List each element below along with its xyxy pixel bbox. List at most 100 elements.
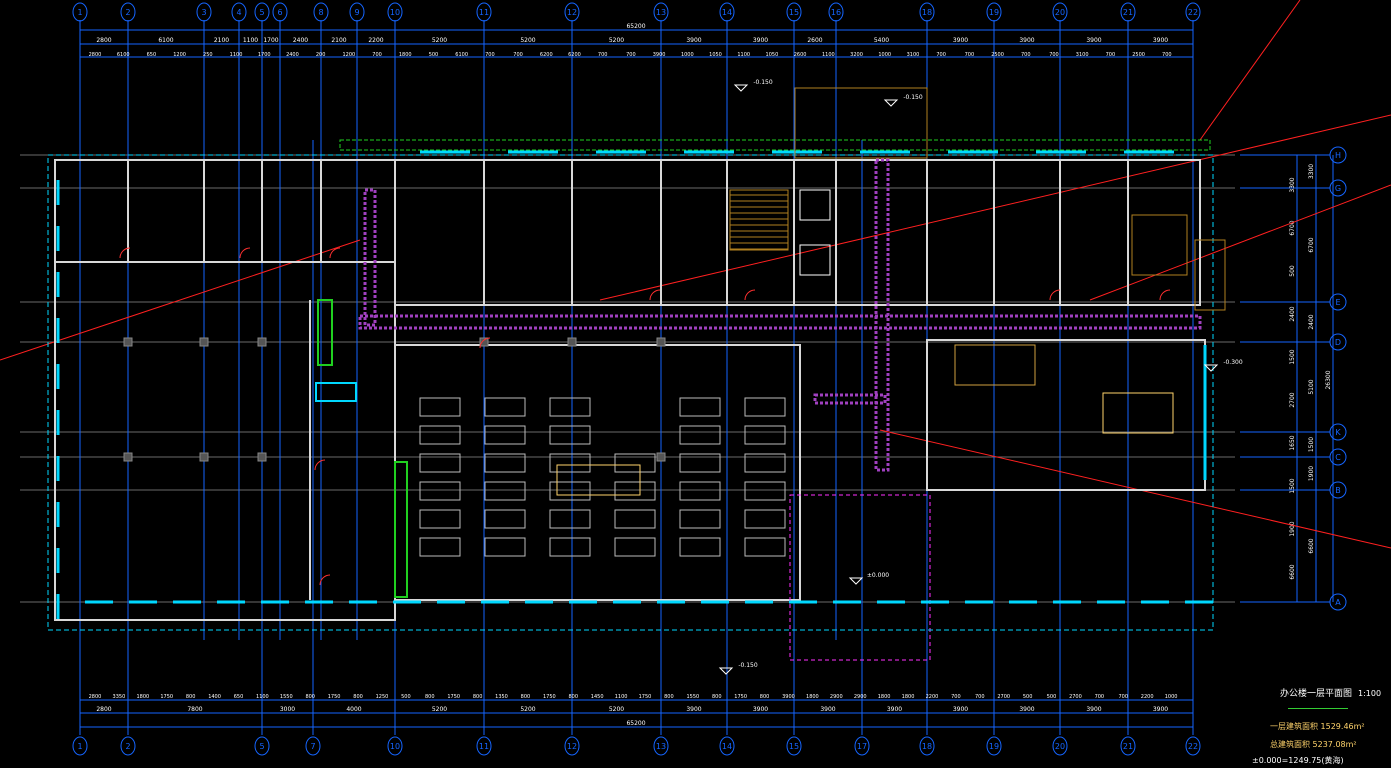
dim-bottom-axis: 3900 — [953, 706, 968, 713]
dim-top-detail: 1800 — [399, 52, 412, 58]
axis-bubble-row-D — [1329, 333, 1347, 351]
annex-dashed — [789, 494, 931, 661]
dim-right-outer: 2400 — [1308, 314, 1315, 329]
axis-label-top-14: 14 — [722, 8, 732, 17]
dim-right-outer: 1500 — [1308, 437, 1315, 452]
axis-label-bottom-5: 5 — [259, 742, 264, 751]
dim-bottom-detail: 800 — [664, 694, 674, 700]
drawing-scale: 1:100 — [1358, 689, 1382, 698]
desk-icon — [679, 425, 721, 445]
desk-icon — [614, 481, 656, 501]
dim-bottom-axis: 3900 — [1153, 706, 1168, 713]
total-area-note: 总建筑面积 5237.08m² — [1270, 740, 1357, 749]
duct-vertical — [874, 158, 890, 472]
dim-bottom-detail: 800 — [305, 694, 315, 700]
desk-icon — [679, 397, 721, 417]
desk-icon — [614, 537, 656, 557]
axis-label-row-A: A — [1335, 598, 1341, 607]
dim-top-detail: 3900 — [653, 52, 666, 58]
dim-bottom-detail: 1750 — [447, 694, 460, 700]
axis-label-top-9: 9 — [354, 8, 359, 17]
dim-bottom-axis: 3000 — [280, 706, 295, 713]
dim-bottom-axis: 5200 — [520, 706, 535, 713]
door-swing-icon — [649, 289, 661, 301]
dim-bottom-detail: 700 — [975, 694, 985, 700]
dim-top-axis: 3900 — [1019, 37, 1034, 44]
axis-bubble-row-A — [1329, 593, 1347, 611]
dim-top-detail: 1100 — [822, 52, 835, 58]
desk-icon — [549, 509, 591, 529]
dim-bottom-axis: 7800 — [187, 706, 202, 713]
dim-top-detail: 700 — [626, 52, 636, 58]
dim-top-detail: 1050 — [709, 52, 722, 58]
axis-label-top-3: 3 — [201, 8, 206, 17]
dim-top-total: 65200 — [626, 23, 645, 30]
dim-bottom-axis: 3900 — [887, 706, 902, 713]
dim-bottom-detail: 700 — [1118, 694, 1128, 700]
axis-label-top-15: 15 — [789, 8, 799, 17]
axis-bubble-top-20 — [1052, 2, 1068, 22]
desk-icon — [744, 481, 786, 501]
dim-bottom-detail: 500 — [1047, 694, 1057, 700]
dim-bottom-axis: 3900 — [753, 706, 768, 713]
dim-bottom-detail: 800 — [186, 694, 196, 700]
dim-bottom-axis: 3900 — [1019, 706, 1034, 713]
reference-line — [1199, 0, 1301, 141]
axis-label-top-1: 1 — [77, 8, 82, 17]
dim-top-detail: 1200 — [342, 52, 355, 58]
column-icon — [479, 337, 489, 347]
axis-bubble-top-3 — [196, 2, 212, 22]
dim-bottom-detail: 800 — [521, 694, 531, 700]
axis-bubble-row-C — [1329, 448, 1347, 466]
desk-icon — [484, 537, 526, 557]
dim-bottom-detail: 800 — [712, 694, 722, 700]
title-underline — [1288, 708, 1348, 709]
axis-bubble-bottom-20 — [1052, 736, 1068, 756]
desk-icon — [419, 537, 461, 557]
dim-bottom-detail: 1550 — [686, 694, 699, 700]
axis-label-top-8: 8 — [318, 8, 323, 17]
column-icon — [123, 452, 133, 462]
dim-top-axis: 5200 — [432, 37, 447, 44]
axis-bubble-top-11 — [476, 2, 492, 22]
column-icon — [199, 337, 209, 347]
dim-top-axis: 2100 — [214, 37, 229, 44]
elevation-text: -0.150 — [738, 662, 758, 669]
axis-bubble-top-14 — [719, 2, 735, 22]
axis-bubble-top-2 — [120, 2, 136, 22]
dim-top-detail: 3100 — [907, 52, 920, 58]
axis-label-top-16: 16 — [831, 8, 841, 17]
axis-label-bottom-2: 2 — [125, 742, 130, 751]
desk-icon — [484, 453, 526, 473]
floor-area-note: 一层建筑面积 1529.46m² — [1270, 722, 1365, 731]
axis-label-bottom-18: 18 — [922, 742, 932, 751]
dim-top-detail: 1000 — [878, 52, 891, 58]
dim-bottom-detail: 1350 — [495, 694, 508, 700]
axis-bubble-bottom-14 — [719, 736, 735, 756]
desk-icon — [744, 509, 786, 529]
reference-line — [599, 114, 1391, 301]
dim-top-detail: 700 — [965, 52, 975, 58]
elevator-icon — [799, 244, 831, 276]
dim-top-detail: 2600 — [794, 52, 807, 58]
dim-top-detail: 6200 — [540, 52, 553, 58]
dim-top-axis: 5400 — [874, 37, 889, 44]
column-icon — [656, 337, 666, 347]
wall-left-wing — [54, 159, 396, 621]
dim-top-axis: 3900 — [953, 37, 968, 44]
dim-top-detail: 3200 — [850, 52, 863, 58]
equipment-icon — [315, 382, 357, 402]
column-icon — [656, 452, 666, 462]
dim-bottom-axis: 3900 — [686, 706, 701, 713]
dim-top-detail: 2400 — [286, 52, 299, 58]
dim-top-detail: 3100 — [1076, 52, 1089, 58]
dim-right-inner: 500 — [1289, 265, 1296, 277]
axis-label-top-22: 22 — [1188, 8, 1198, 17]
dim-top-detail: 650 — [147, 52, 157, 58]
axis-bubble-top-19 — [986, 2, 1002, 22]
axis-label-row-D: D — [1335, 338, 1341, 347]
dim-bottom-detail: 1100 — [615, 694, 628, 700]
axis-label-top-18: 18 — [922, 8, 932, 17]
outline-top-dashed — [339, 139, 1211, 151]
axis-bubble-top-21 — [1120, 2, 1136, 22]
